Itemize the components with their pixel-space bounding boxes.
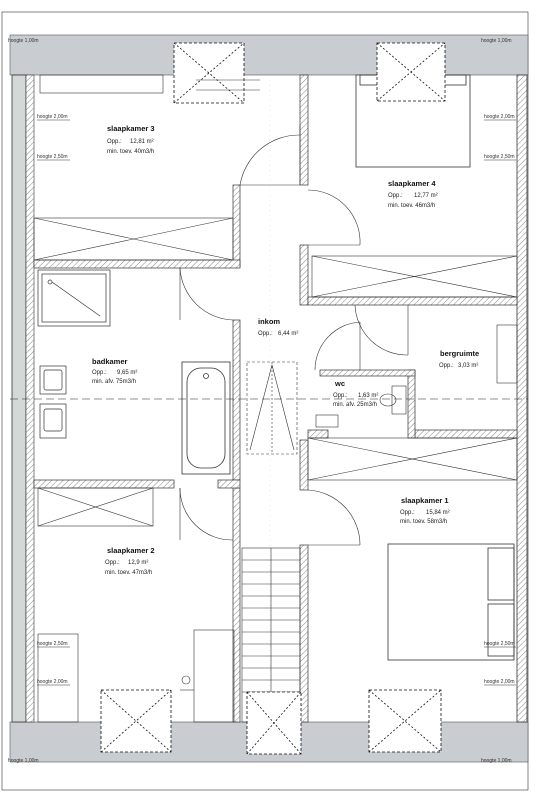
sinks xyxy=(39,365,67,439)
roof-band-top xyxy=(9,34,529,76)
area-label: Opp.: xyxy=(107,139,122,145)
height-markers: hoogte 1,00m hoogte 1,00m hoogte 2,00m h… xyxy=(8,38,516,764)
label-slaapkamer1: slaapkamer 1 Opp.: 15,84 m² min. toev. 5… xyxy=(400,496,450,525)
label-wc: wc Opp.: 1,63 m² min. afv. 25m3/h xyxy=(333,379,378,408)
shower xyxy=(37,269,111,327)
area-value: 9,65 m² xyxy=(117,370,137,376)
room-name: slaapkamer 2 xyxy=(107,546,155,555)
radiators xyxy=(180,79,260,691)
height-label: hoogte 2,00m xyxy=(484,679,515,685)
bathtub xyxy=(181,361,231,475)
area-label: Opp.: xyxy=(439,363,454,369)
room-name: slaapkamer 3 xyxy=(107,124,155,133)
loft-hatch xyxy=(246,361,298,455)
beds xyxy=(355,74,515,661)
height-label: hoogte 1,00m xyxy=(8,758,39,764)
height-label: hoogte 2,50m xyxy=(37,154,68,160)
area-value: 3,03 m² xyxy=(458,363,478,369)
height-label: hoogte 1,00m xyxy=(8,38,39,44)
left-gable-wall xyxy=(11,74,27,723)
height-label: hoogte 2,50m xyxy=(37,641,68,647)
area-value: 12,77 m² xyxy=(414,193,438,199)
room-name: slaapkamer 1 xyxy=(401,496,449,505)
area-label: Opp.: xyxy=(105,560,120,566)
room-name: bergruimte xyxy=(440,349,479,358)
page-border xyxy=(1,11,529,791)
area-label: Opp.: xyxy=(258,331,273,337)
room-name: badkamer xyxy=(92,357,128,366)
label-slaapkamer2: slaapkamer 2 Opp.: 12,9 m² min. toev. 47… xyxy=(105,546,155,576)
area-value: 1,63 m² xyxy=(358,393,378,399)
height-label: hoogte 2,50m xyxy=(484,154,515,160)
cabinet-left xyxy=(37,633,79,723)
storage-cabinet xyxy=(496,324,518,384)
left-inner-wall xyxy=(25,74,35,723)
area-value: 15,84 m² xyxy=(426,510,450,516)
right-outer-wall xyxy=(516,74,528,723)
doors xyxy=(179,125,409,546)
label-inkom: inkom Opp.: 6,44 m² xyxy=(258,317,298,337)
label-badkamer: badkamer Opp.: 9,65 m² min. afv. 75m3/h xyxy=(92,357,137,385)
room-name: slaapkamer 4 xyxy=(388,179,436,188)
height-label: hoogte 2,00m xyxy=(37,114,68,120)
toilet xyxy=(315,385,407,428)
wardrobes xyxy=(33,217,518,527)
vent-label: min. toev. 58m3/h xyxy=(400,519,447,525)
vent-label: min. toev. 46m3/h xyxy=(388,203,435,209)
shelf xyxy=(39,74,164,94)
area-label: Opp.: xyxy=(333,393,348,399)
area-label: Opp.: xyxy=(400,510,415,516)
vent-label: min. toev. 40m3/h xyxy=(107,149,154,155)
area-value: 12,9 m² xyxy=(128,560,148,566)
vent-label: min. toev. 47m3/h xyxy=(105,570,152,576)
room-name: wc xyxy=(334,379,345,388)
room-name: inkom xyxy=(258,317,280,326)
vent-label: min. afv. 25m3/h xyxy=(333,402,377,408)
label-slaapkamer4: slaapkamer 4 Opp.: 12,77 m² min. toev. 4… xyxy=(388,179,438,209)
height-label: hoogte 1,00m xyxy=(481,758,512,764)
height-label: hoogte 2,50m xyxy=(484,641,515,647)
label-slaapkamer3: slaapkamer 3 Opp.: 12,81 m² min. toev. 4… xyxy=(107,124,155,155)
area-label: Opp.: xyxy=(388,193,403,199)
height-label: hoogte 2,00m xyxy=(37,679,68,685)
height-label: hoogte 2,00m xyxy=(484,114,515,120)
area-label: Opp.: xyxy=(92,370,107,376)
roof-windows xyxy=(100,42,446,755)
desk xyxy=(193,629,235,723)
label-bergruimte: bergruimte Opp.: 3,03 m² xyxy=(439,349,479,369)
vent-label: min. afv. 75m3/h xyxy=(92,379,136,385)
area-value: 12,81 m² xyxy=(130,139,154,145)
height-label: hoogte 1,00m xyxy=(481,38,512,44)
area-value: 6,44 m² xyxy=(278,331,298,337)
